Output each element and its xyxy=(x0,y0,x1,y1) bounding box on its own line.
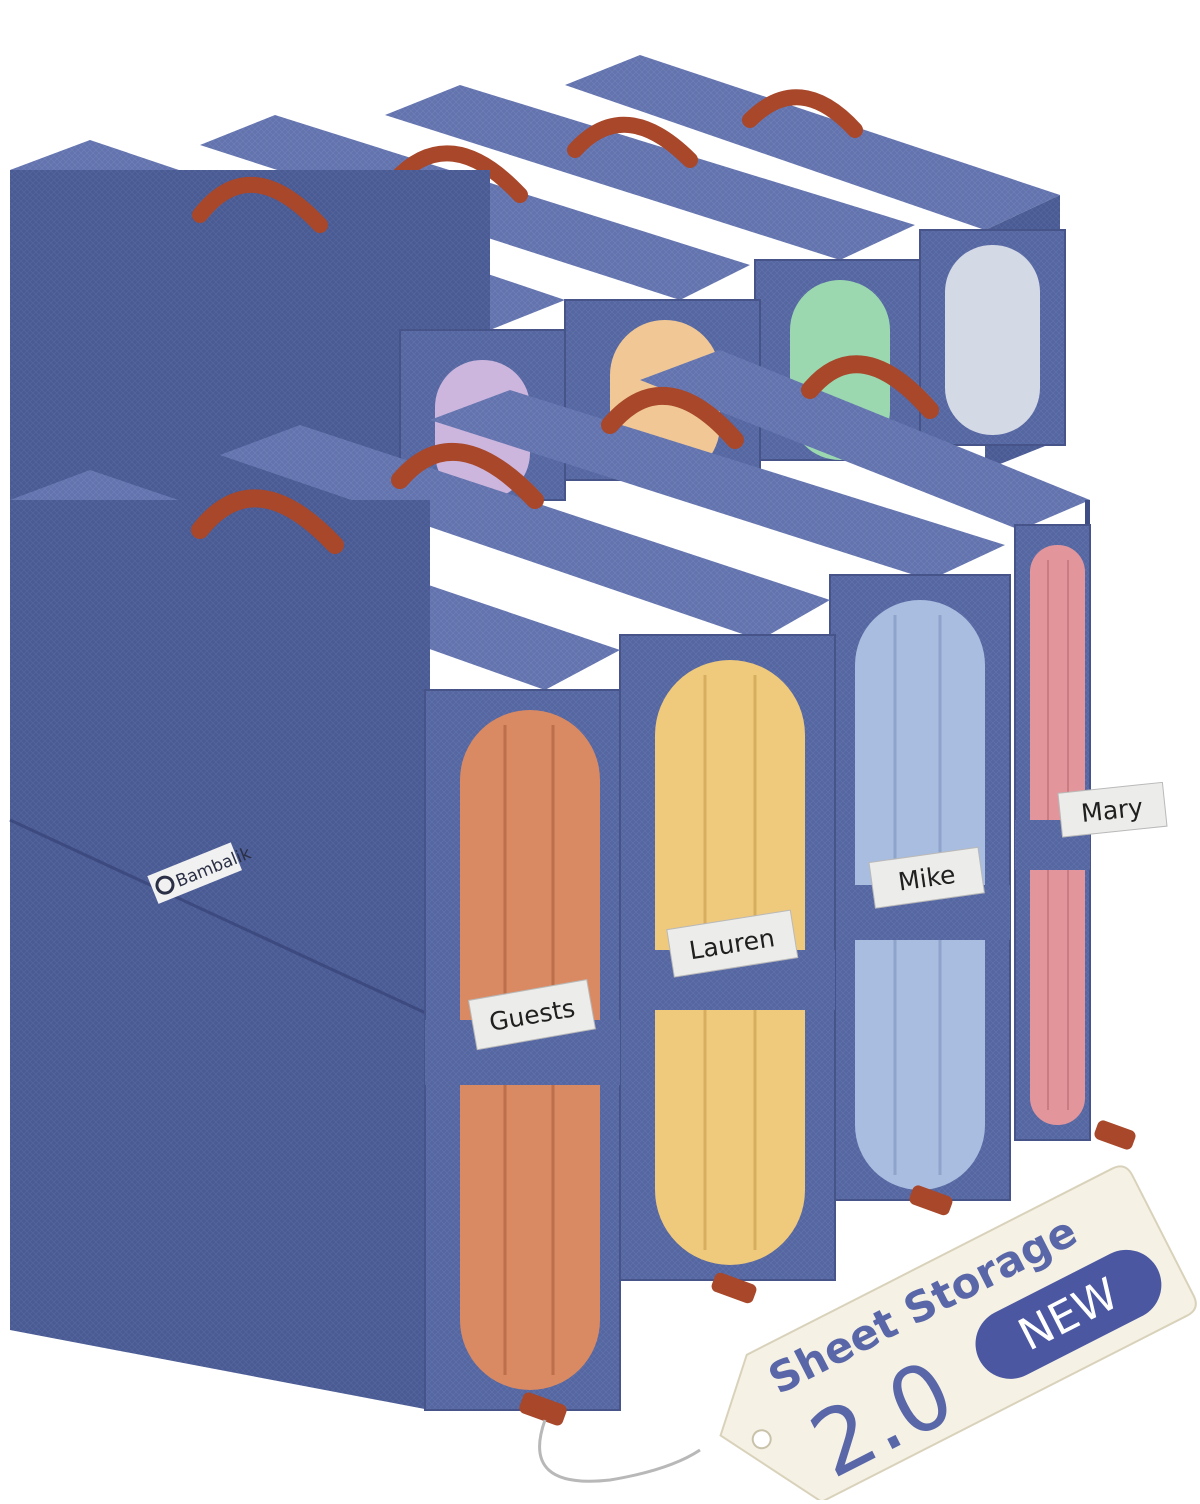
name-label-card xyxy=(868,846,985,909)
storage-box-guests: Guests Bambalik xyxy=(9,470,621,1426)
pull-tab-icon xyxy=(909,1185,953,1216)
name-label-card xyxy=(666,909,799,978)
back-sheet-window xyxy=(945,245,1040,435)
leather-handle-icon xyxy=(601,386,744,449)
pull-tab-icon xyxy=(711,1272,757,1304)
leather-handle-icon xyxy=(742,89,863,138)
storage-box-lauren: Lauren xyxy=(220,425,836,1304)
name-label-card xyxy=(1057,781,1168,838)
storage-box-mike: Mike xyxy=(430,386,1011,1216)
back-box xyxy=(565,55,1066,470)
leather-handle-icon xyxy=(192,176,328,233)
tag-card xyxy=(719,1165,1197,1503)
name-label-card xyxy=(467,979,596,1051)
name-label-mary: Mary xyxy=(1080,793,1145,828)
leather-handle-icon xyxy=(387,145,528,203)
leather-handle-icon xyxy=(801,355,939,419)
tag-string xyxy=(538,1419,701,1483)
new-badge xyxy=(975,1249,1162,1379)
storage-box-mary: Mary xyxy=(640,350,1168,1150)
pull-tab-icon xyxy=(1094,1120,1136,1150)
leather-handle-icon xyxy=(567,116,698,168)
leather-handle-icon xyxy=(391,442,544,509)
tag-hole xyxy=(751,1429,772,1450)
swirl-logo-icon xyxy=(155,875,175,895)
pull-tab-icon xyxy=(519,1392,567,1426)
leather-handle-icon xyxy=(191,489,344,554)
